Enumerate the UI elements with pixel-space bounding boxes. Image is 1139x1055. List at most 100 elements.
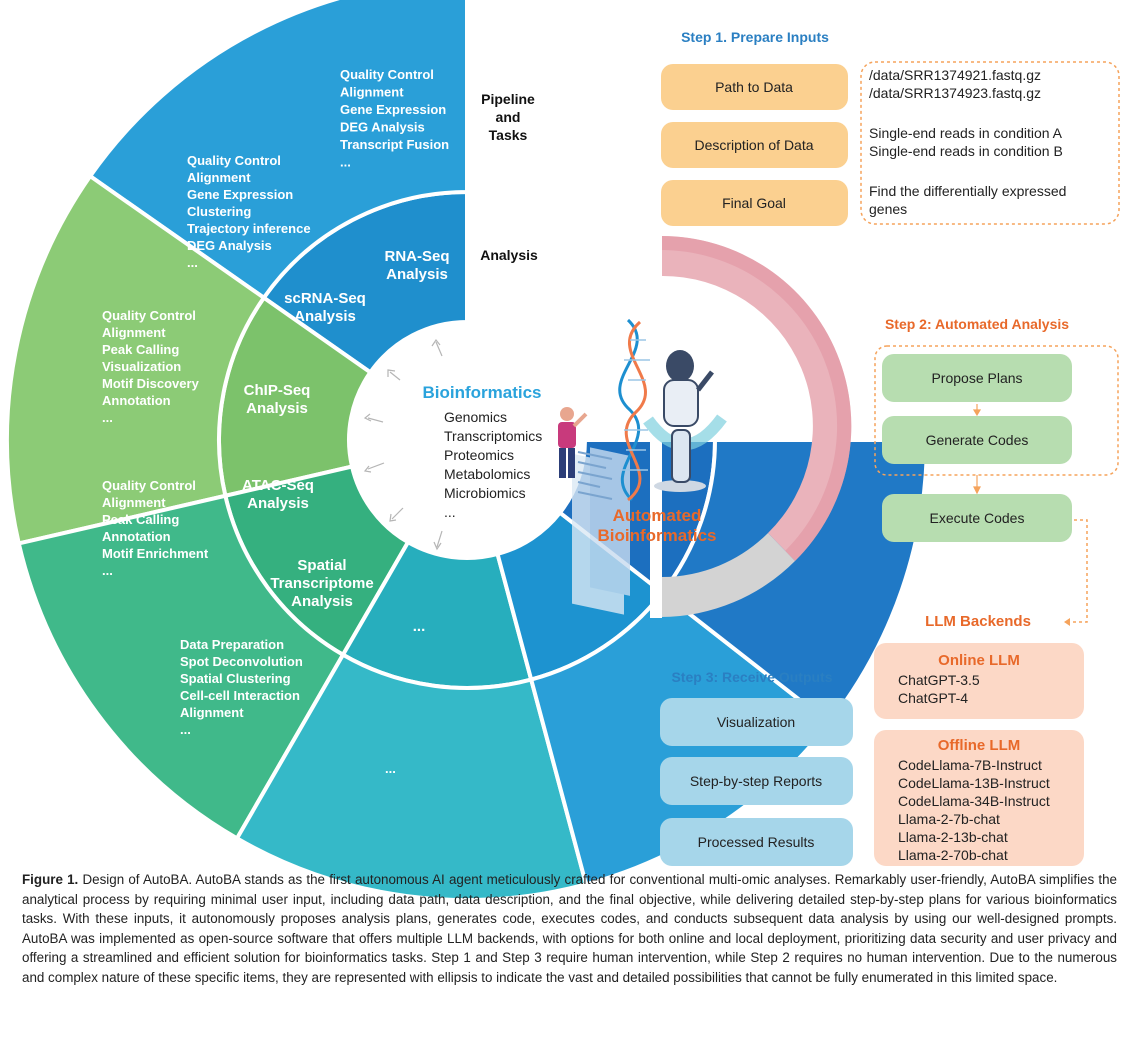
dna-strand-1 [618,318,641,502]
analysis-label-4-0: Spatial [297,557,346,574]
person-leg-right [568,448,575,478]
task-item-0-3: DEG Analysis [340,120,425,135]
step2-box-label-2: Execute Codes [930,510,1025,526]
task-item-4-1: Spot Deconvolution [180,654,303,669]
offline-llm-item-3: Llama-2-7b-chat [898,811,1000,827]
analysis-label-5-0: ... [413,618,426,635]
task-item-0-4: Transcript Fusion [340,137,449,152]
task-item-2-3: Visualization [102,359,181,374]
step1-values: /data/SRR1374921.fastq.gz/data/SRR137492… [869,67,1066,217]
pink-ring-shade [661,235,852,561]
task-item-1-5: DEG Analysis [187,238,272,253]
robot-body [663,379,699,427]
step1-title: Step 1. Prepare Inputs [681,29,829,45]
arrow-left1 [367,417,384,423]
offline-llm-item-1: CodeLlama-13B-Instruct [898,775,1050,791]
arrow-left2-head [363,465,372,473]
task-item-1-1: Alignment [187,170,251,185]
step1-box-label-1: Description of Data [694,137,813,153]
analysis-label-3-1: Analysis [247,495,309,512]
analysis-label-4-2: Analysis [291,593,353,610]
arrow-up [435,341,443,357]
center-item-1: Transcriptomics [444,428,542,444]
task-item-2-2: Peak Calling [102,342,179,357]
offline-llm-title: Offline LLM [938,737,1021,754]
task-item-0-1: Alignment [340,85,404,100]
step2-box-1 [882,416,1072,464]
task-item-1-2: Gene Expression [187,187,293,202]
step1-value-1-0: Single-end reads in condition A [869,125,1063,141]
step1-box-2 [661,180,848,226]
person-head [560,407,574,421]
task-item-3-1: Alignment [102,495,166,510]
task-item-2-4: Motif Discovery [102,376,200,391]
arrow-upleft-head [387,369,396,377]
step3-box-label-2: Processed Results [698,834,815,850]
offline-llm-items: CodeLlama-7B-InstructCodeLlama-13B-Instr… [898,757,1050,863]
task-item-4-4: Alignment [180,705,244,720]
task-item-1-3: Clustering [187,204,251,219]
center-item-2: Proteomics [444,447,514,463]
task-item-3-2: Peak Calling [102,512,179,527]
center-arrows [363,338,443,551]
step1-value-0-0: /data/SRR1374921.fastq.gz [869,67,1041,83]
arrow-up-head [431,338,441,347]
arrow-left2 [367,462,385,470]
task-item-5-0: ... [385,761,396,776]
offline-llm-item-4: Llama-2-13b-chat [898,829,1008,845]
automated-label-line2: Bioinformatics [597,526,716,545]
task-item-0-5: ... [340,155,351,170]
arrow-down [436,530,443,548]
pipeline-sector-3 [234,652,589,902]
robot-illustration [558,318,727,615]
task-item-1-6: ... [187,255,198,270]
step1-value-2-0: Find the differentially expressed [869,183,1066,199]
task-item-4-3: Cell-cell Interaction [180,688,300,703]
step3-box-label-0: Visualization [717,714,795,730]
dna-rungs [622,339,650,471]
step1-values-frame [860,61,1120,225]
step1-value-0-1: /data/SRR1374923.fastq.gz [869,85,1041,101]
step2-arrows [972,404,982,495]
task-item-3-0: Quality Control [102,478,196,493]
step2-title: Step 2: Automated Analysis [885,316,1069,332]
arrow-upleft [389,371,401,381]
center-title: Bioinformatics [422,383,541,402]
offline-llm-item-2: CodeLlama-34B-Instruct [898,793,1050,809]
robot-arm [696,370,714,392]
pipeline-sector-1 [5,173,267,546]
caption-label: Figure 1. [22,872,79,887]
online-llm-box [874,643,1084,719]
step3-box-0 [660,698,853,746]
offline-llm-item-0: CodeLlama-7B-Instruct [898,757,1042,773]
step2-frame [874,345,1119,476]
online-llm-item-0: ChatGPT-3.5 [898,672,980,688]
step2-box-2 [882,494,1072,542]
task-item-3-4: Motif Enrichment [102,546,209,561]
task-item-4-0: Data Preparation [180,637,284,652]
step2-box-label-0: Propose Plans [931,370,1022,386]
step1-value-2-1: genes [869,201,907,217]
pipeline-header-line2: and [496,109,521,125]
step1-value-1-1: Single-end reads in condition B [869,143,1063,159]
analysis-label-2-0: ChIP-Seq [244,382,311,399]
center-item-0: Genomics [444,409,507,425]
task-item-2-1: Alignment [102,325,166,340]
task-item-2-5: Annotation [102,393,171,408]
online-llm-item-1: ChatGPT-4 [898,690,968,706]
pipeline-header-line1: Pipeline [481,91,535,107]
analysis-label-0-1: Analysis [386,266,448,283]
center-item-3: Metabolomics [444,466,530,482]
dna-strand-2 [624,320,647,502]
analysis-label-3-0: ATAC-Seq [242,477,314,494]
online-llm-title: Online LLM [938,652,1020,669]
step3-title: Step 3: Receive Outputs [671,669,832,685]
pipeline-header-line3: Tasks [489,127,528,143]
step1-box-label-2: Final Goal [722,195,786,211]
step2-box-label-1: Generate Codes [926,432,1029,448]
arrow-downleft-head [389,513,397,522]
step1-box-label-0: Path to Data [715,79,793,95]
center-item-4: Microbiomics [444,485,526,501]
